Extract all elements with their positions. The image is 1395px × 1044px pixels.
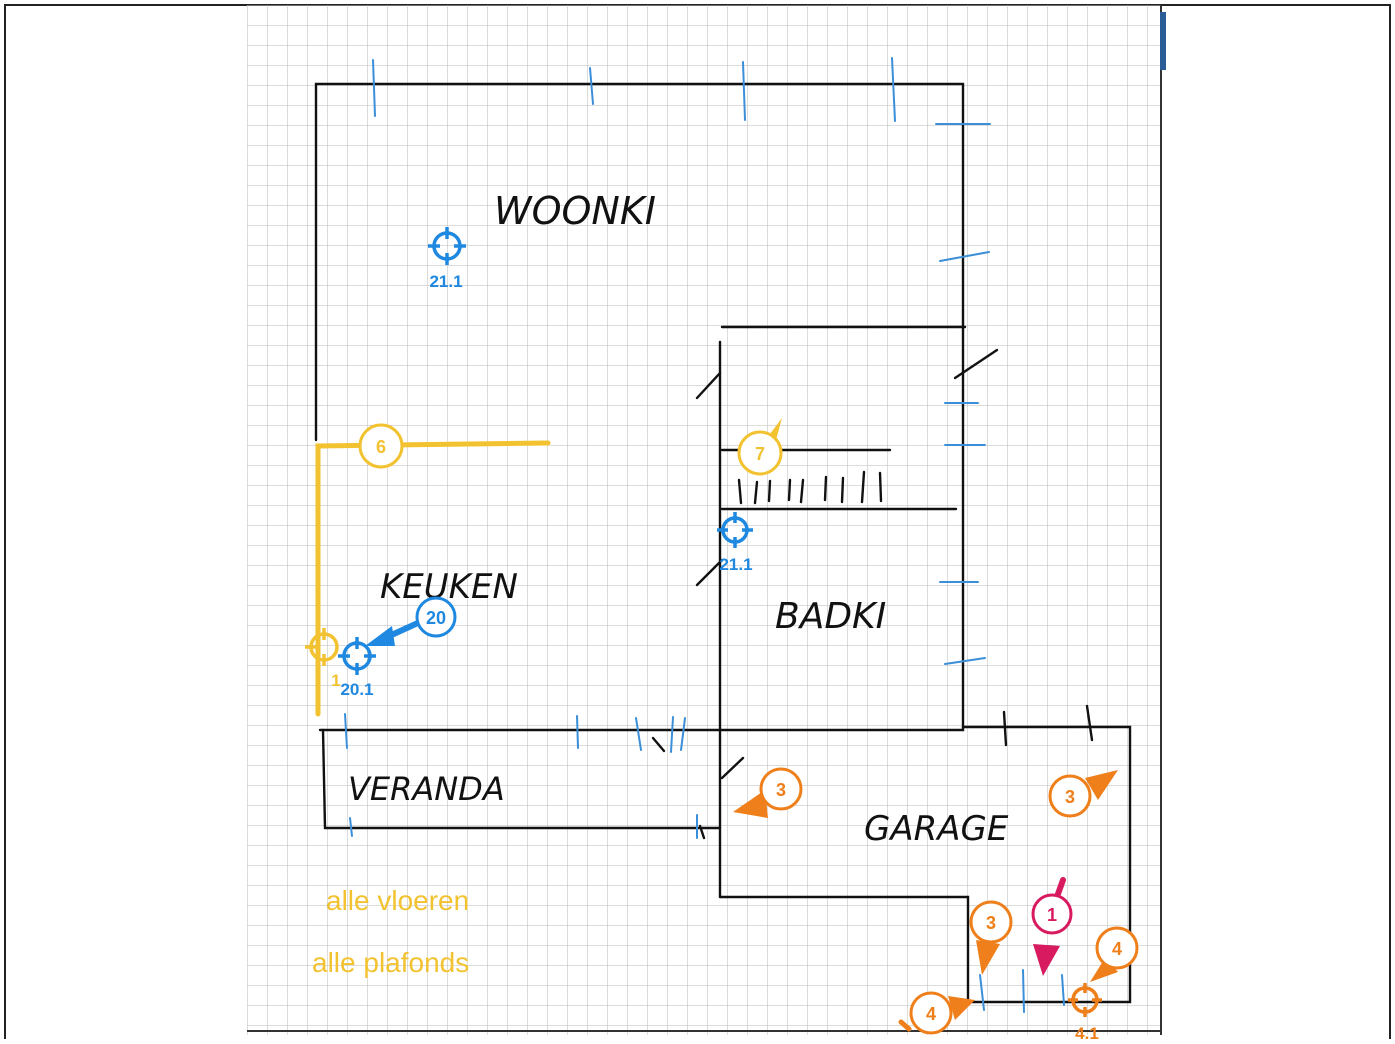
target-21-1-bath[interactable]: 21.1 xyxy=(717,512,753,574)
marker-label-6: 6 xyxy=(376,437,386,457)
note-all-ceilings: alle plafonds xyxy=(312,947,469,978)
target-label-21-1-living: 21.1 xyxy=(429,272,462,291)
target-4-1[interactable]: 4.1 xyxy=(1068,983,1102,1043)
target-label-yellow: 1 xyxy=(331,671,340,690)
marker-4-right[interactable]: 4 xyxy=(1090,926,1139,982)
room-label-veranda: VERANDA xyxy=(348,770,505,808)
grid-paper xyxy=(247,5,1161,1035)
marker-label-7: 7 xyxy=(755,444,765,464)
scroll-indicator xyxy=(1160,12,1166,70)
marker-3-hall[interactable]: 3 xyxy=(733,767,803,818)
target-label-20-1: 20.1 xyxy=(340,680,373,699)
marker-4-left[interactable]: 4 xyxy=(898,991,975,1035)
target-label-4-1: 4.1 xyxy=(1075,1024,1099,1039)
marker-label-20: 20 xyxy=(426,608,446,628)
window-ticks xyxy=(344,57,1065,1013)
marker-label-3-hall: 3 xyxy=(776,780,786,800)
note-all-floors: alle vloeren xyxy=(326,885,469,916)
target-label-21-1-bath: 21.1 xyxy=(719,555,752,574)
marker-6[interactable]: 6 xyxy=(358,423,404,469)
marker-label-3-storage: 3 xyxy=(986,913,996,933)
marker-label-4-right: 4 xyxy=(1112,939,1122,959)
marker-label-1: 1 xyxy=(1047,905,1057,925)
marker-1[interactable]: 1 xyxy=(1031,877,1073,976)
room-label-keuken: KEUKEN xyxy=(380,567,518,607)
marker-3-garage[interactable]: 3 xyxy=(1048,770,1118,818)
yellow-trace xyxy=(315,440,551,717)
room-label-woonk: WOONKI xyxy=(494,189,656,233)
marker-3-storage[interactable]: 3 xyxy=(969,900,1013,975)
target-yellow[interactable]: 1 xyxy=(305,628,341,690)
marker-label-3-garage: 3 xyxy=(1065,787,1075,807)
marker-20[interactable]: 20 xyxy=(365,596,457,646)
target-21-1-living[interactable]: 21.1 xyxy=(428,227,466,291)
room-label-garage: GARAGE xyxy=(864,809,1009,849)
room-label-badk: BADKI xyxy=(775,596,886,637)
target-20-1[interactable]: 20.1 xyxy=(338,637,376,699)
walls xyxy=(314,82,1132,1004)
marker-7[interactable]: 7 xyxy=(737,418,783,476)
marker-label-4-left: 4 xyxy=(926,1004,936,1024)
